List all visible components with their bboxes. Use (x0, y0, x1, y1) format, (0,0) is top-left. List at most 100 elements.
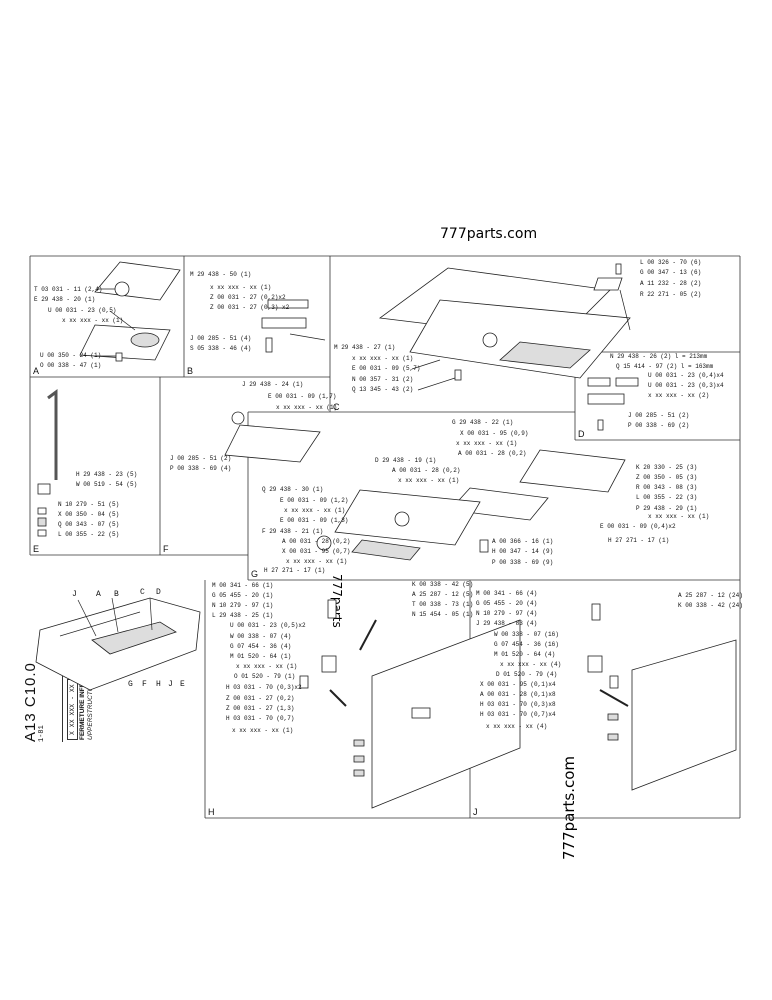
panel-letter-j: J (473, 807, 478, 817)
label: N 10 279 - 51 (5) (58, 501, 119, 508)
panel-frames (29, 255, 741, 819)
label: x xx xxx - xx (4) (500, 661, 561, 668)
label: x xx xxx - xx (1) (398, 477, 459, 484)
label: H 27 271 - 17 (1) (264, 567, 325, 574)
overview-letter: J (168, 680, 173, 689)
label: L 29 438 - 25 (1) (212, 612, 273, 619)
label: U 00 031 - 23 (0,3)x4 (648, 382, 724, 389)
label: x xx xxx - xx (1) (62, 317, 123, 324)
panel-letter-h: H (208, 807, 215, 817)
label: Z 00 031 - 27 (0,3) x2 (210, 304, 290, 311)
label: A 00 031 - 28 (0,2) (458, 450, 526, 457)
panel-a-drawing (79, 261, 181, 362)
label: A 25 287 - 12 (5) (412, 591, 473, 598)
label: N 15 454 - 05 (1) (412, 611, 473, 618)
label: P 29 438 - 29 (1) (636, 505, 697, 512)
label: M 01 520 - 64 (1) (230, 653, 291, 660)
label: L 00 355 - 22 (5) (58, 531, 119, 538)
label: U 00 031 - 23 (0,4)x4 (648, 372, 724, 379)
watermark-top: 777parts.com (440, 226, 538, 242)
label: N 10 279 - 97 (1) (212, 602, 273, 609)
label: T 00 338 - 73 (1) (412, 601, 473, 608)
label: x xx xxx - xx (1) (232, 727, 293, 734)
label: G 07 454 - 36 (4) (230, 643, 291, 650)
label: H 29 438 - 23 (5) (76, 471, 137, 478)
label: A 25 287 - 12 (24) (678, 592, 743, 599)
label: M 29 438 - 50 (1) (190, 271, 251, 278)
label: P 00 338 - 69 (2) (628, 422, 689, 429)
label: W 00 338 - 07 (4) (230, 633, 291, 640)
label: H 00 347 - 14 (9) (492, 548, 553, 555)
label: Z 00 031 - 27 (0,2)x2 (210, 294, 286, 301)
label: J 00 285 - 51 (4) (190, 335, 251, 342)
overview-letter: F (142, 680, 147, 689)
label: J 00 285 - 51 (2) (170, 455, 231, 462)
panel-b-labels: M 29 438 - 50 (1) x xx xxx - xx (1) Z 00… (190, 271, 290, 352)
label: Z 00 350 - 05 (3) (636, 474, 697, 481)
label: W 00 338 - 07 (16) (494, 631, 559, 638)
label: R 22 271 - 05 (2) (640, 291, 701, 298)
label: O 01 520 - 79 (1) (234, 673, 295, 680)
panel-letter-e: E (33, 544, 39, 554)
label: H 27 271 - 17 (1) (608, 537, 669, 544)
panel-c-labels: M 29 438 - 27 (1) x xx xxx - xx (1) E 00… (170, 344, 456, 472)
label: x xx xxx - xx (2) (648, 392, 709, 399)
label: A 11 232 - 28 (2) (640, 280, 701, 287)
label: U 00 031 - 23 (0,5) (48, 307, 116, 314)
label: Q 15 414 - 97 (2) l = 163mm (616, 363, 714, 370)
label: L 00 326 - 70 (6) (640, 259, 701, 266)
panel-e-drawing (37, 389, 58, 537)
label: D 29 438 - 19 (1) (375, 457, 436, 464)
label: K 00 338 - 42 (24) (678, 602, 743, 609)
label: x xx xxx - xx (1) (352, 355, 413, 362)
label: H 03 031 - 70 (0,7)x4 (480, 711, 556, 718)
label: x xx xxx - xx (1) (648, 513, 709, 520)
label: W 00 519 - 54 (5) (76, 481, 137, 488)
label: A 00 031 - 28 (0,1)x8 (480, 691, 556, 698)
label: H 03 031 - 70 (0,3)x8 (480, 701, 556, 708)
panel-c-drawing (224, 267, 631, 463)
label: E 00 031 - 09 (0,4)x2 (600, 523, 676, 530)
label: x xx xxx - xx (1) (286, 558, 347, 565)
overview-letter: H (156, 680, 161, 689)
label: X 00 031 - 95 (0,9) (460, 430, 528, 437)
label: U 00 350 - 24 (1) (40, 352, 101, 359)
label: Q 13 345 - 43 (2) (352, 386, 413, 393)
panel-j-labels: M 00 341 - 66 (4) G 05 455 - 20 (4) N 10… (476, 590, 743, 730)
label: X 00 031 - 95 (0,1)x4 (480, 681, 556, 688)
label: E 00 031 - 09 (5,7) (352, 365, 420, 372)
label: M 00 341 - 66 (4) (476, 590, 537, 597)
panel-d-drawing (587, 263, 639, 431)
panel-j-drawing (587, 603, 737, 791)
label: T 03 031 - 11 (2,4) (34, 286, 102, 293)
label: N 00 357 - 31 (2) (352, 376, 413, 383)
overview-letter: A (96, 590, 101, 599)
label: G 05 455 - 20 (1) (212, 592, 273, 599)
label: K 00 338 - 42 (5) (412, 581, 473, 588)
label: x xx xxx - xx (1) (284, 507, 345, 514)
overview-drawing: J A B C D G F H J E (35, 588, 201, 691)
label: K 20 330 - 25 (3) (636, 464, 697, 471)
label: X 00 350 - 04 (5) (58, 511, 119, 518)
label: J 00 285 - 51 (2) (628, 412, 689, 419)
label: A 00 366 - 16 (1) (492, 538, 553, 545)
title-block: X XX XXX - XX FERMETURE INFERIEURE TOURE… (62, 622, 203, 742)
label: R 00 343 - 08 (3) (636, 484, 697, 491)
overview-letter: B (114, 590, 119, 599)
label: E 29 438 - 20 (1) (34, 296, 95, 303)
label: O 00 338 - 47 (1) (40, 362, 101, 369)
label: H 03 031 - 70 (0,7) (226, 715, 294, 722)
panel-letters: A B C D E F G H J (33, 366, 585, 817)
label: G 07 454 - 36 (16) (494, 641, 559, 648)
label: N 10 279 - 97 (4) (476, 610, 537, 617)
label: M 29 438 - 27 (1) (334, 344, 395, 351)
panel-letter-f: F (163, 544, 169, 554)
panel-letter-b: B (187, 366, 193, 376)
label: S 05 338 - 46 (4) (190, 345, 251, 352)
panel-h-drawing (299, 599, 521, 809)
label: G 29 438 - 22 (1) (452, 419, 513, 426)
panel-b-drawing (261, 299, 326, 353)
label: G 05 455 - 20 (4) (476, 600, 537, 607)
label: x xx xxx - xx (1) (276, 404, 337, 411)
